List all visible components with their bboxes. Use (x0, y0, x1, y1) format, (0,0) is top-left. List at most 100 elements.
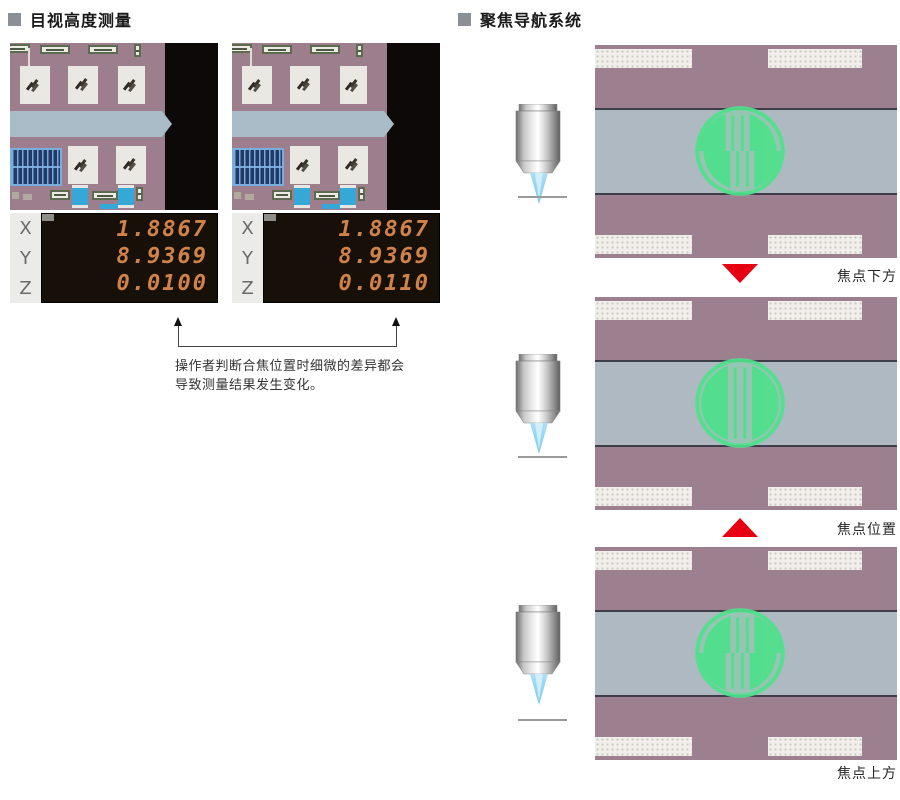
blue-component (340, 185, 356, 208)
focus-state-label-3: 焦点上方 (837, 766, 897, 782)
bond-mark (127, 158, 136, 167)
bond-pad (290, 146, 320, 184)
annotation-bracket (174, 317, 400, 347)
caption-line-2: 导致测量结果发生变化。 (175, 378, 324, 393)
focus-indicator-overlay (692, 355, 788, 451)
right-section-title-text: 聚焦导航系统 (480, 11, 583, 30)
wafer-pad (768, 235, 862, 254)
bond-pad (20, 66, 50, 104)
bond-mark (252, 79, 261, 88)
wafer-pad (768, 551, 862, 570)
blue-strip (100, 204, 118, 209)
chip-black-edge (165, 43, 218, 210)
xyz-readout-2: X Y Z 1.8867 8.9369 0.0110 (232, 213, 440, 303)
z-value: 0.0100 (116, 270, 208, 296)
trace-line (250, 48, 252, 66)
digital-display: 1.8867 8.9369 0.0110 (263, 213, 440, 303)
focus-image-focused (595, 297, 897, 510)
bond-mark (349, 158, 358, 167)
focal-plane-line (518, 196, 567, 198)
right-section-title: 聚焦导航系统 (458, 7, 582, 31)
x-value: 1.8867 (338, 217, 430, 243)
chip-detail (12, 192, 19, 199)
xyz-readout-1: X Y Z 1.8867 8.9369 0.0100 (10, 213, 218, 303)
blue-strip (322, 204, 340, 209)
cell-array (232, 148, 284, 186)
axis-z-label: Z (241, 277, 254, 299)
trace-line (28, 48, 30, 66)
bond-pad (118, 66, 145, 104)
smd-component (358, 187, 365, 201)
micrograph-image-2 (232, 43, 440, 210)
smd-component (50, 190, 70, 200)
up-arrow-icon (174, 317, 182, 326)
bond-pad (116, 146, 146, 184)
smd-component (356, 44, 363, 57)
chip-metal-band (232, 111, 394, 137)
blue-component (72, 185, 88, 208)
focus-image-below (595, 45, 897, 258)
z-value: 0.0110 (338, 270, 430, 296)
wafer-pad (768, 737, 862, 756)
micrograph-image-1 (10, 43, 218, 210)
smd-component (232, 44, 252, 53)
digital-display: 1.8867 8.9369 0.0100 (41, 213, 218, 303)
focal-plane-line (518, 456, 567, 458)
objective-lens-icon (508, 103, 568, 208)
bond-mark (349, 79, 358, 88)
smd-component (136, 187, 143, 201)
focus-indicator-overlay (692, 103, 788, 199)
focus-indicator-overlay (692, 605, 788, 701)
bond-mark (127, 79, 136, 88)
smd-component (88, 45, 118, 54)
blue-component (118, 185, 134, 208)
chip-detail (23, 194, 32, 200)
chip-metal-band (10, 111, 172, 137)
display-notch (264, 214, 276, 221)
display-notch (42, 214, 54, 221)
chip-detail (234, 192, 241, 199)
wafer-pad (595, 49, 692, 68)
wafer-pad (595, 487, 692, 506)
smd-component (314, 191, 340, 200)
bond-mark (78, 159, 87, 168)
bond-pad (242, 66, 272, 104)
smd-component (262, 45, 292, 54)
bond-mark (300, 159, 309, 168)
cell-array (10, 148, 62, 186)
red-up-triangle-icon (722, 518, 758, 537)
focus-image-above (595, 547, 897, 760)
wafer-pad (595, 551, 692, 570)
title-bullet-icon (8, 12, 21, 26)
smd-component (272, 190, 292, 200)
bond-pad (68, 146, 98, 184)
bond-pad (340, 66, 367, 104)
smd-component (310, 45, 340, 54)
focus-state-label-1: 焦点下方 (837, 269, 897, 285)
left-section-title-text: 目视高度测量 (30, 11, 133, 30)
smd-component (92, 191, 118, 200)
red-down-triangle-icon (722, 264, 758, 283)
y-value: 8.9369 (338, 243, 430, 269)
wafer-pad (595, 737, 692, 756)
bond-pad (338, 146, 368, 184)
blue-component (294, 185, 310, 208)
bond-mark (301, 78, 310, 87)
smd-component (40, 45, 70, 54)
axis-labels: X Y Z (10, 213, 41, 303)
smd-component (134, 44, 141, 57)
wafer-pad (595, 301, 692, 320)
caption-line-1: 操作者判断合焦位置时细微的差异都会 (175, 359, 405, 374)
bond-pad (68, 66, 98, 104)
smd-component (10, 44, 30, 53)
axis-z-label: Z (19, 277, 32, 299)
y-value: 8.9369 (116, 243, 208, 269)
focus-state-label-2: 焦点位置 (837, 522, 897, 538)
axis-labels: X Y Z (232, 213, 263, 303)
objective-lens-icon (508, 604, 568, 709)
wafer-pad (768, 49, 862, 68)
wafer-pad (768, 301, 862, 320)
caption-text: 操作者判断合焦位置时细微的差异都会 导致测量结果发生变化。 (175, 357, 405, 395)
objective-lens-icon (508, 353, 568, 458)
